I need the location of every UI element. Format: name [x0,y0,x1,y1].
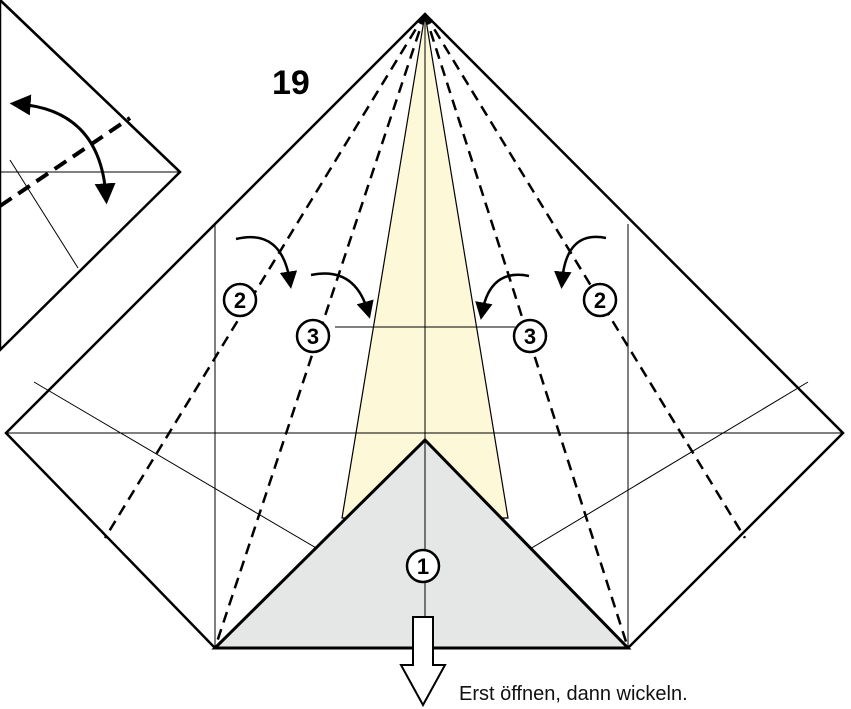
svg-text:2: 2 [234,288,246,313]
step-number: 19 [272,64,310,102]
marker-2-left: 2 [222,282,258,318]
instruction-caption: Erst öffnen, dann wickeln. [459,683,688,705]
arrow-2-left [235,235,298,289]
svg-text:3: 3 [524,324,536,349]
marker-3-left: 3 [295,318,331,354]
marker-2-right: 2 [582,282,618,318]
inset-swing-arrow [9,94,116,205]
svg-text:3: 3 [307,324,319,349]
marker-1: 1 [405,548,441,584]
inset-detail [0,0,182,352]
fold-arrows [235,235,607,320]
marker-3-right: 3 [512,318,548,354]
arrow-3-right [475,273,530,320]
svg-text:2: 2 [594,288,606,313]
pull-arrow [399,616,447,708]
arrow-2-right [554,235,607,289]
arrow-3-left [310,272,374,319]
svg-text:1: 1 [417,554,429,579]
